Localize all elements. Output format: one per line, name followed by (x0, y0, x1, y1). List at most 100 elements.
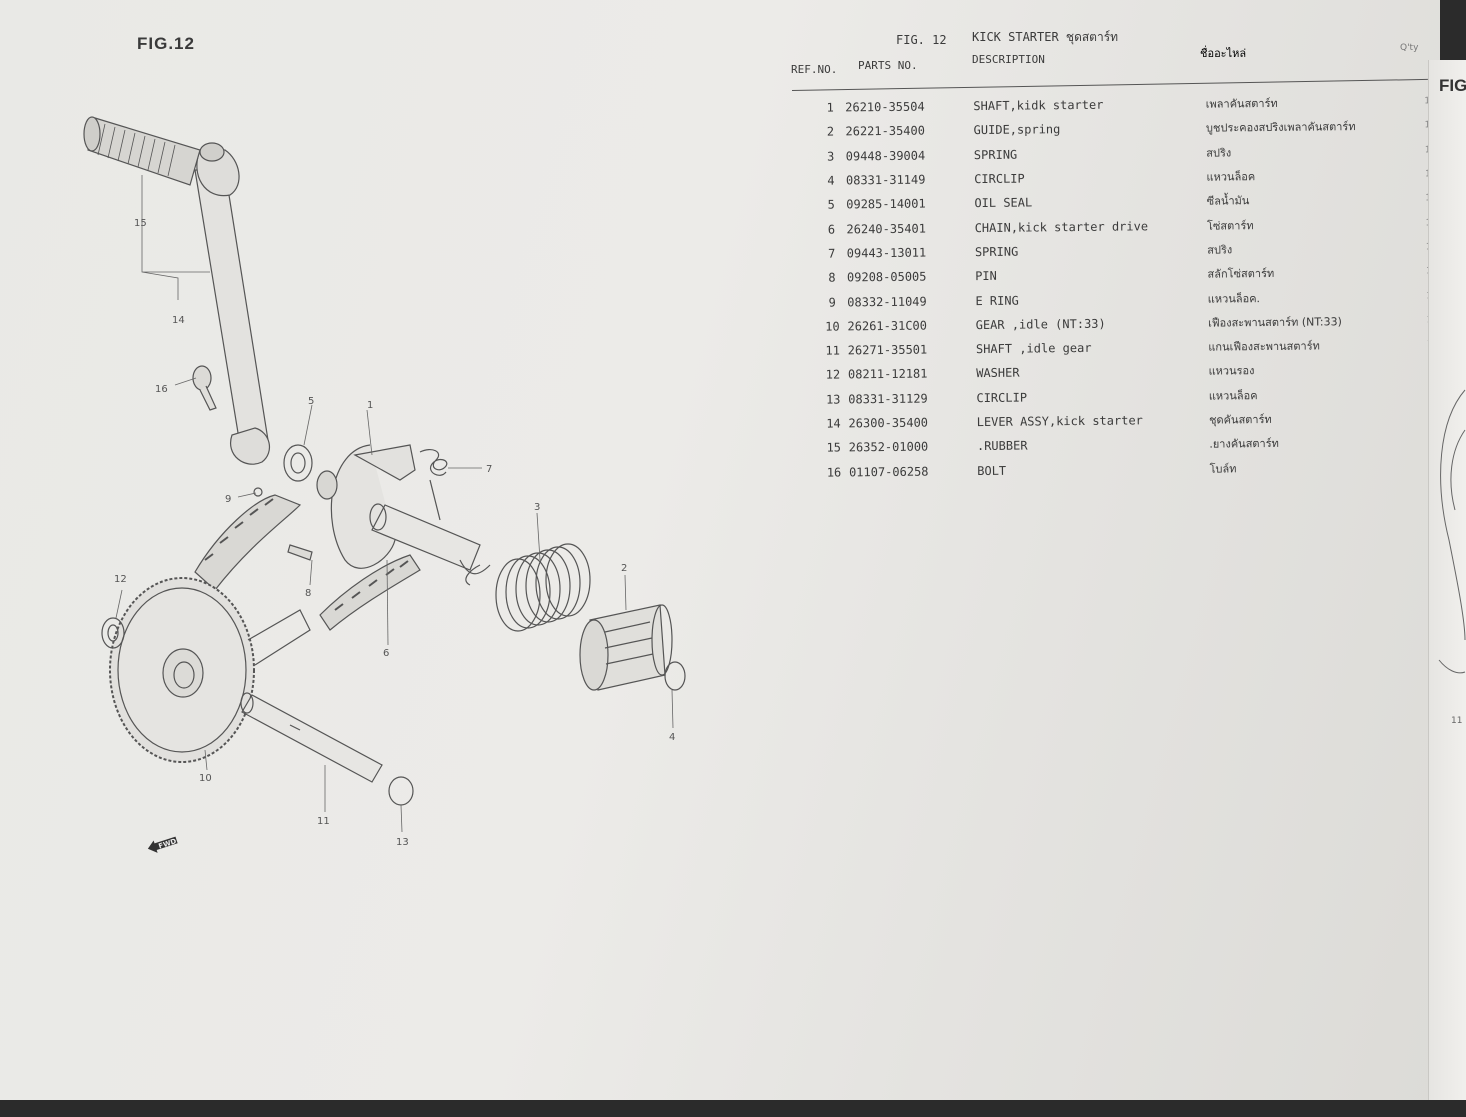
ref-no-cell: 14 (793, 411, 848, 436)
part-no-cell-text: 26300-35400 (848, 415, 929, 431)
thai-name-cell-text: สปริง (1207, 243, 1233, 257)
ref-no-cell-text: 16 (826, 465, 842, 480)
e-ring-part (253, 487, 263, 497)
kick-lever-part (194, 142, 271, 465)
part-no-cell: 26210-35504 (845, 94, 973, 120)
part-no-cell-text: 09208-05005 (846, 269, 927, 285)
part-no-cell: 26352-01000 (849, 434, 977, 460)
part-no-cell-text: 08331-31129 (848, 391, 928, 407)
thai-name-cell: โซ่สตาร์ท (1207, 211, 1418, 237)
description-cell: SPRING (975, 237, 1208, 264)
description-cell: .RUBBER (977, 432, 1210, 459)
thai-name-cell-text: เพลาคันสตาร์ท (1205, 97, 1278, 111)
description-cell-text: PIN (975, 269, 997, 284)
ref-no-cell: 6 (791, 217, 846, 242)
ref-no-cell: 13 (793, 387, 848, 412)
ref-no-cell-text: 8 (828, 270, 836, 285)
description-cell-text: SHAFT ,idle gear (975, 340, 1092, 357)
callout-3: 3 (534, 502, 540, 513)
callout-2: 2 (621, 563, 627, 574)
next-page-fig-label: FIG (1439, 76, 1466, 95)
part-no-cell: 26261-31C00 (847, 313, 975, 339)
callout-9: 9 (225, 494, 231, 505)
ref-no-cell-text: 11 (825, 343, 841, 358)
ref-no-cell-text: 15 (826, 440, 842, 455)
ref-no-cell: 15 (794, 436, 849, 461)
part-no-cell-text: 08331-31149 (845, 172, 926, 188)
description-cell: SPRING (974, 140, 1207, 167)
description-cell: CIRCLIP (974, 165, 1207, 192)
ref-no-cell: 5 (791, 193, 846, 218)
part-no-cell-text: 08332-11049 (847, 294, 927, 309)
thai-name-cell: แหวนล็อค. (1208, 284, 1419, 310)
description-cell-text: E RING (975, 293, 1019, 308)
bolt-part (192, 365, 217, 411)
callout-6: 6 (383, 648, 389, 659)
header-rule (791, 78, 1428, 91)
part-no-cell-text: 26221-35400 (845, 124, 926, 139)
ref-no-cell-text: 3 (827, 149, 835, 164)
ref-no-cell: 7 (792, 241, 847, 266)
callout-15: 15 (134, 218, 147, 229)
pin-part (287, 544, 313, 561)
ref-no-cell-text: 9 (828, 295, 836, 310)
callout-7: 7 (486, 464, 492, 475)
part-no-cell: 09285-14001 (846, 191, 974, 217)
description-cell: CHAIN,kick starter drive (975, 213, 1208, 240)
thai-name-cell: ซีลน้ำมัน (1207, 187, 1418, 213)
part-no-cell: 08331-31129 (848, 386, 976, 412)
header-ref-no: REF.NO. (791, 63, 838, 76)
thai-name-cell: เพลาคันสตาร์ท (1206, 89, 1417, 115)
ref-no-cell-text: 2 (826, 124, 835, 140)
ref-no-cell: 8 (792, 265, 847, 290)
part-no-cell-text: 09448-39004 (845, 148, 926, 164)
callout-1: 1 (367, 400, 373, 411)
ref-no-cell: 11 (793, 338, 848, 363)
header-qty: Q'ty (1400, 43, 1419, 53)
thai-name-cell: เฟืองสะพานสตาร์ท (NT:33) (1208, 308, 1419, 334)
thai-name-cell-text: สปริง (1206, 146, 1232, 160)
circlip-4-part (664, 661, 686, 691)
ref-no-cell: 9 (792, 290, 847, 315)
spring-guide-part (579, 604, 673, 691)
rubber-grip-part (83, 116, 201, 186)
description-cell-text: .RUBBER (976, 438, 1028, 454)
description-cell-text: WASHER (976, 366, 1020, 381)
callout-4: 4 (669, 732, 675, 743)
description-cell: GEAR ,idle (NT:33) (976, 310, 1209, 337)
thai-name-cell: ชุดคันสตาร์ท (1209, 405, 1420, 431)
callout-11: 11 (317, 816, 330, 827)
part-no-cell: 26221-35400 (845, 118, 973, 144)
description-cell: OIL SEAL (974, 189, 1207, 216)
ref-no-cell-text: 10 (825, 319, 840, 334)
header-thai-name: ชื่ออะไหล่ (1200, 47, 1247, 60)
thai-name-cell: สลักโซ่สตาร์ท (1207, 260, 1418, 286)
part-no-cell: 08332-11049 (847, 288, 975, 314)
part-no-cell-text: 01107-06258 (848, 464, 929, 479)
washer-part (101, 617, 125, 649)
thai-name-cell: แหวนล็อค (1209, 381, 1420, 407)
part-no-cell-text: 26271-35501 (847, 342, 928, 358)
part-no-cell: 09443-13011 (847, 240, 975, 266)
coil-spring-part (465, 543, 591, 632)
part-no-cell-text: 26240-35401 (846, 221, 927, 237)
fwd-label: FWD (158, 837, 178, 850)
thai-name-cell-text: โบล์ท (1209, 461, 1237, 476)
thai-name-cell: แกนเฟืองสะพานสตาร์ท (1208, 332, 1419, 358)
part-no-cell-text: 26352-01000 (848, 439, 929, 455)
part-no-cell: 09208-05005 (847, 264, 975, 290)
part-no-cell-text: 26261-31C00 (847, 318, 928, 334)
thai-name-cell-text: แหวนล็อค. (1207, 291, 1261, 306)
part-no-cell: 08331-31149 (846, 167, 974, 193)
next-page-diagram (1438, 389, 1466, 674)
kick-shaft-part (316, 444, 491, 575)
callout-14: 14 (172, 315, 185, 326)
thai-name-cell: .ยางคันสตาร์ท (1209, 430, 1420, 456)
ref-no-cell-text: 7 (828, 246, 836, 261)
part-no-cell-text: 26210-35504 (845, 99, 925, 115)
description-cell: PIN (975, 262, 1208, 289)
thai-name-cell-text: แหวนรอง (1208, 364, 1255, 379)
callout-5: 5 (308, 396, 314, 407)
ref-no-cell: 10 (792, 314, 847, 339)
thai-name-cell: สปริง (1206, 138, 1417, 164)
